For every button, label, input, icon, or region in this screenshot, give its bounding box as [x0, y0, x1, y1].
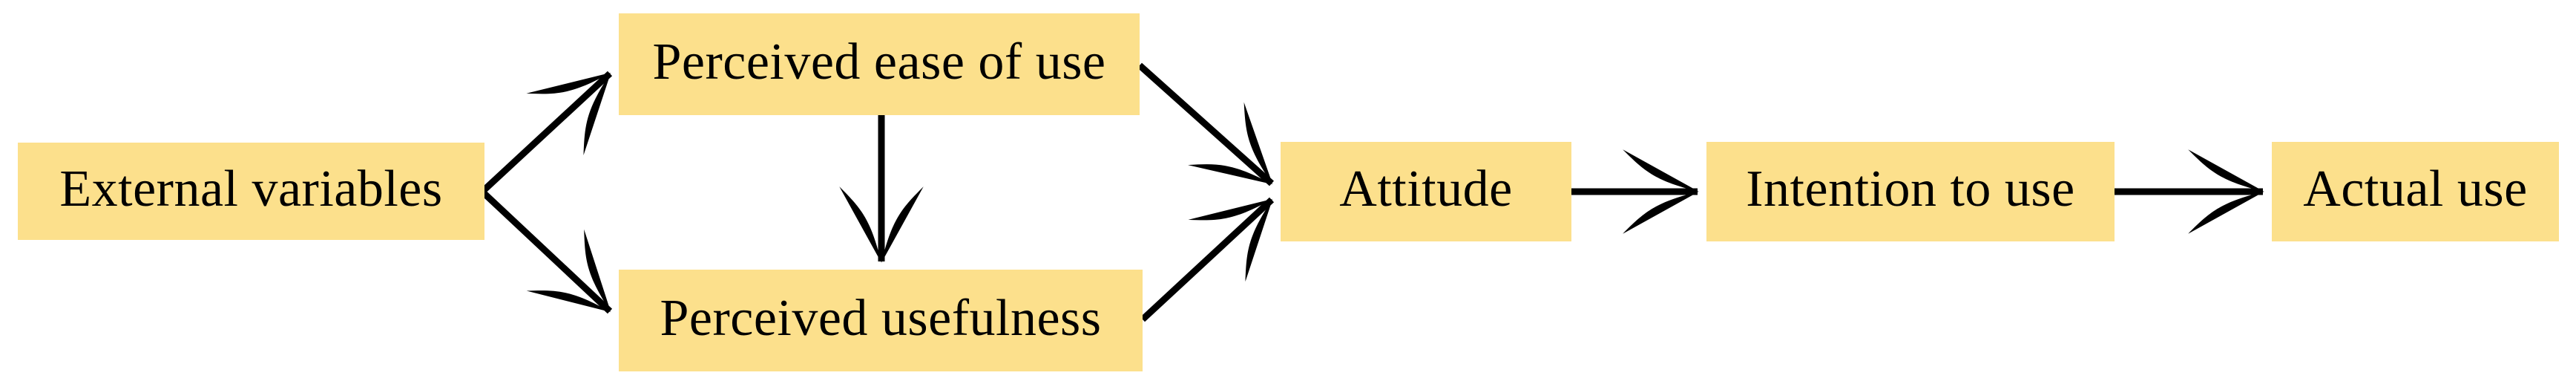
node-label: External variables	[59, 160, 443, 218]
edge-usefulness-to-attitude	[1140, 197, 1275, 322]
node-attitude[interactable]: Attitude	[1281, 142, 1571, 241]
node-label: Actual use	[2303, 160, 2528, 218]
node-label: Attitude	[1339, 160, 1513, 218]
node-actual-use[interactable]: Actual use	[2272, 142, 2559, 241]
node-perceived-usefulness[interactable]: Perceived usefulness	[619, 270, 1143, 371]
edge-external-to-ease	[479, 71, 613, 195]
node-perceived-ease-of-use[interactable]: Perceived ease of use	[619, 13, 1140, 115]
node-intention-to-use[interactable]: Intention to use	[1706, 142, 2115, 241]
node-label: Perceived usefulness	[660, 289, 1102, 347]
node-label: Perceived ease of use	[652, 33, 1106, 91]
edge-external-to-usefulness	[479, 189, 613, 314]
node-label: Intention to use	[1746, 160, 2075, 218]
node-external-variables[interactable]: External variables	[18, 143, 484, 240]
edge-ease-to-attitude	[1137, 62, 1274, 186]
